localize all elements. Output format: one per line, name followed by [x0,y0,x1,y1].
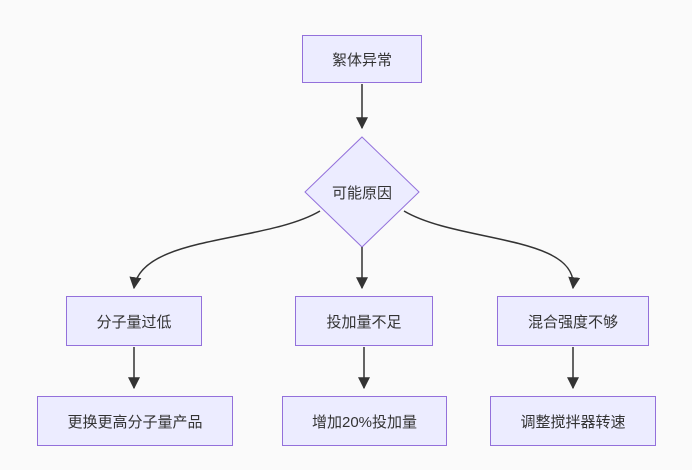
edge-decision-cause1 [129,210,321,290]
node-action1: 更换更高分子量产品 [37,396,233,446]
node-action2: 增加20%投加量 [282,396,447,446]
edge-decision-cause3 [403,210,581,290]
node-root: 絮体异常 [302,35,422,83]
node-action2-label: 增加20%投加量 [311,413,418,431]
node-cause3-label: 混合强度不够 [527,313,618,331]
node-action3: 调整搅拌器转速 [490,396,656,446]
node-action3-label: 调整搅拌器转速 [520,413,626,431]
node-decision-label: 可能原因 [331,184,392,202]
node-cause3: 混合强度不够 [497,296,649,346]
node-action1-label: 更换更高分子量产品 [67,413,203,431]
node-decision: 可能原因 [305,172,419,212]
node-root-label: 絮体异常 [331,51,392,69]
node-cause1: 分子量过低 [66,296,202,346]
node-cause2-label: 投加量不足 [326,313,402,331]
node-cause1-label: 分子量过低 [96,313,172,331]
node-cause2: 投加量不足 [295,296,433,346]
